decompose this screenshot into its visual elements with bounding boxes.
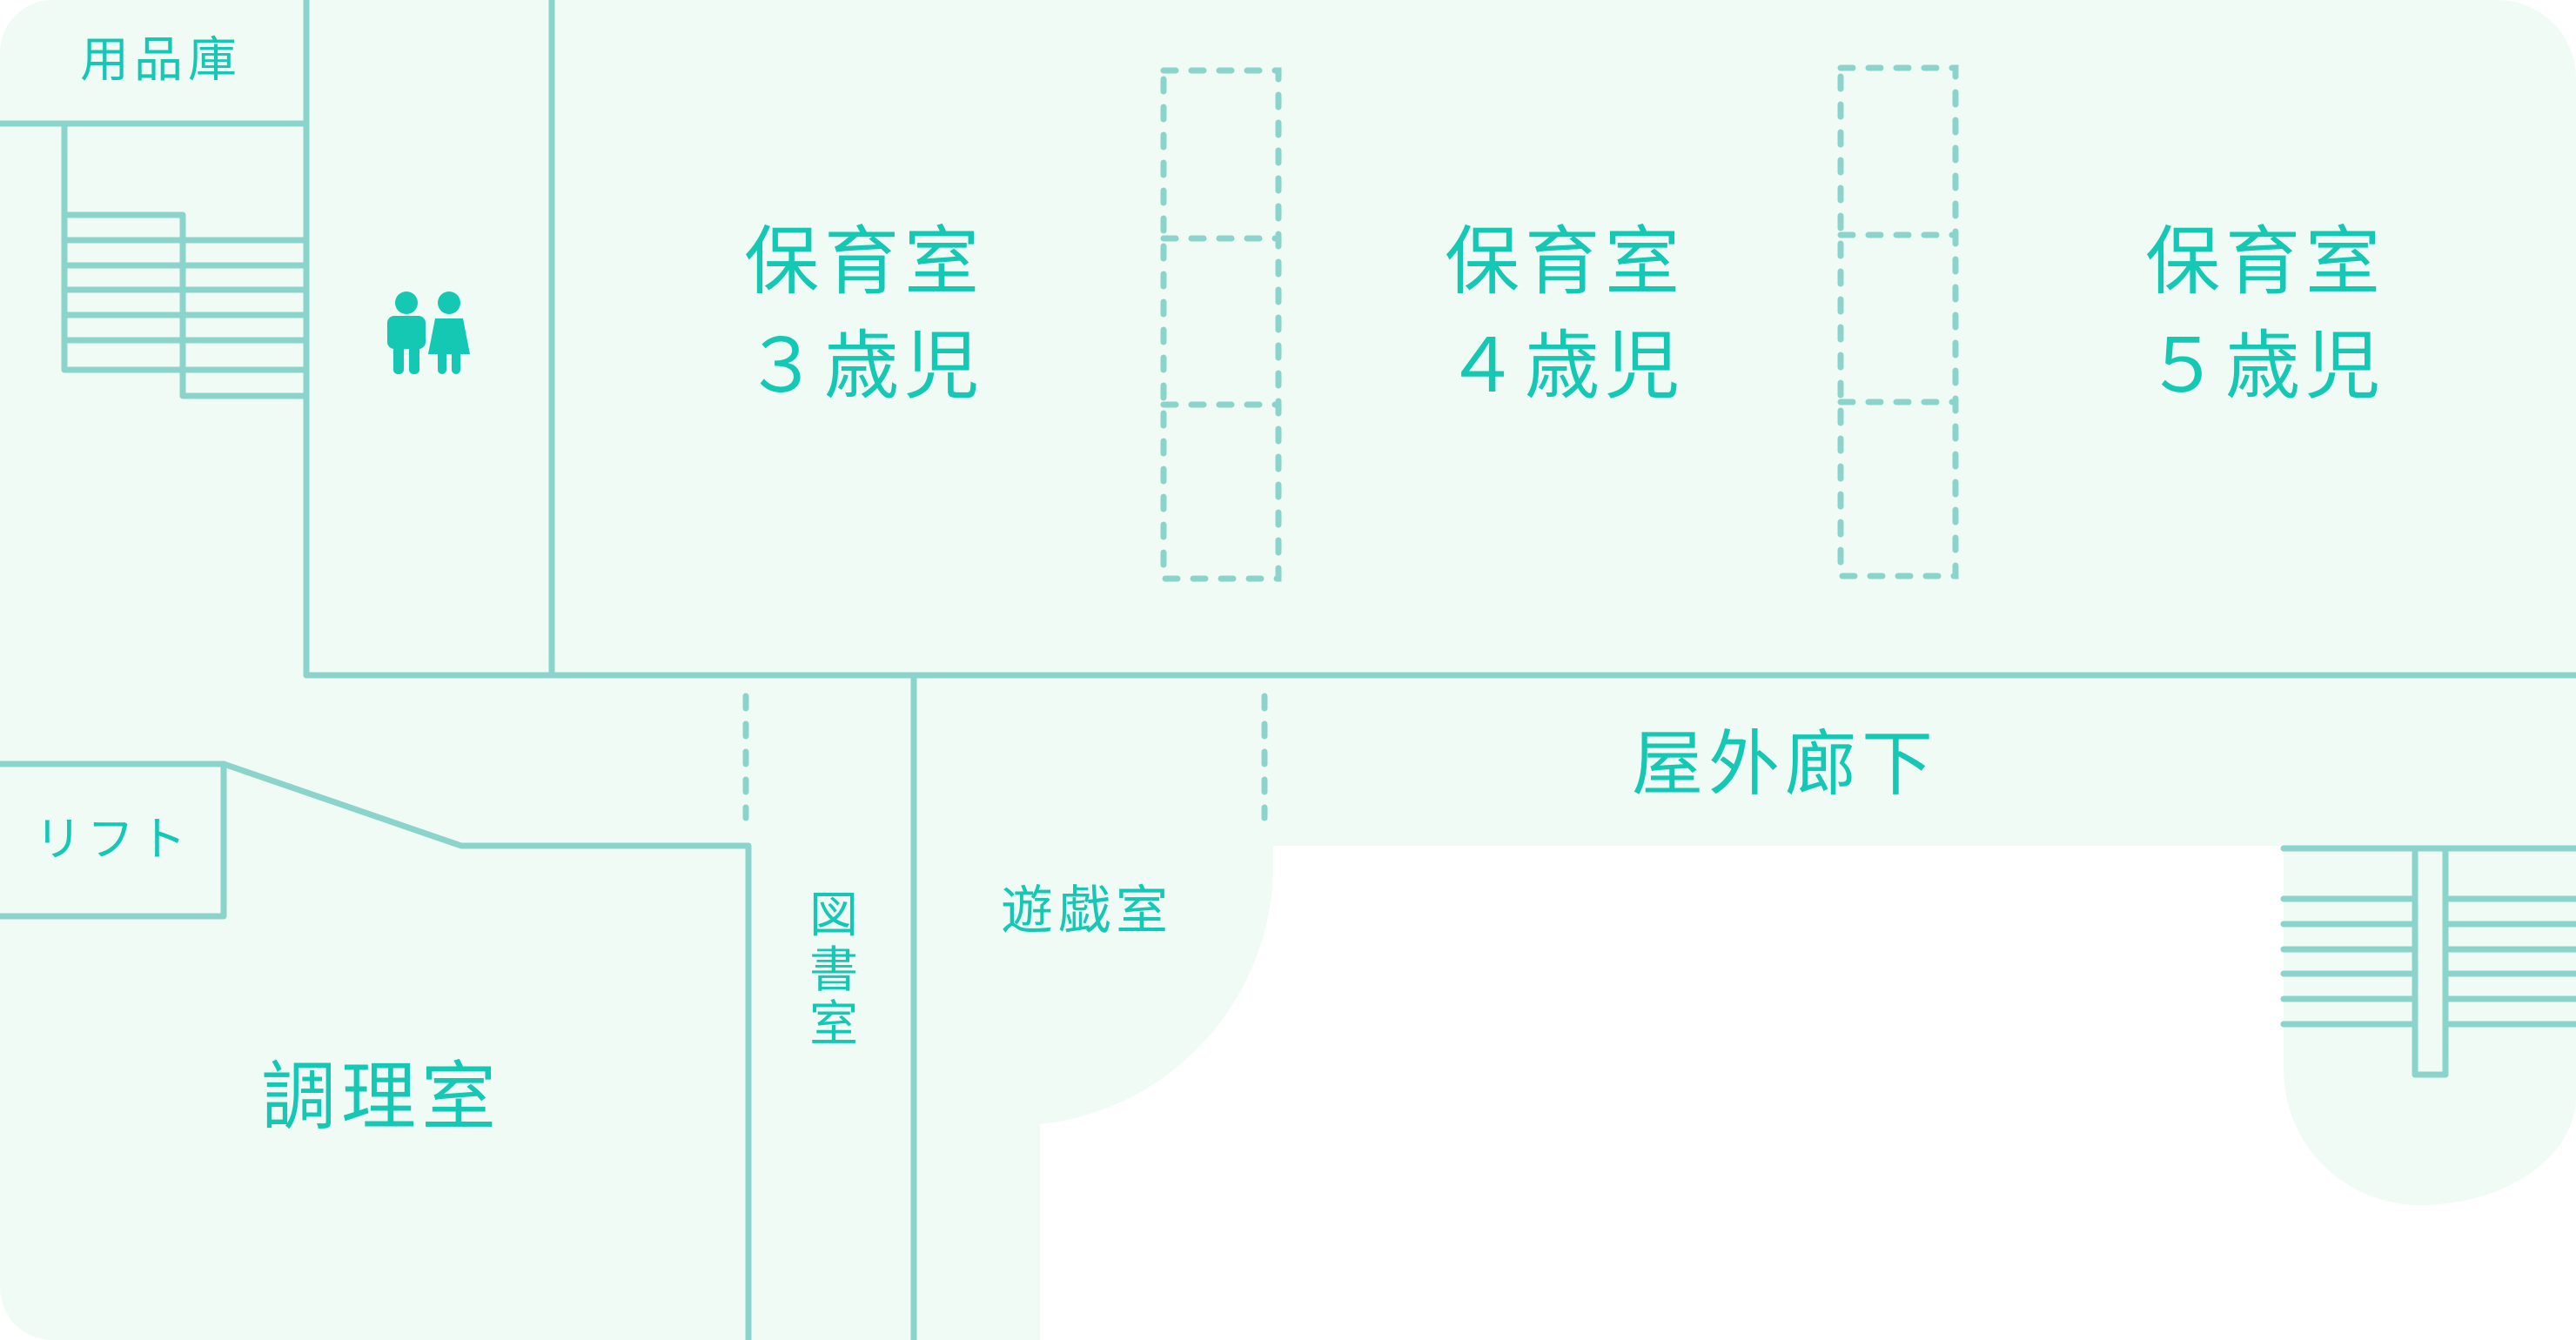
room-label-char: 室 (809, 996, 858, 1054)
room-label: リフト (35, 812, 191, 867)
room-nursery-5[interactable]: 保育室 ５歳児 (2145, 224, 2385, 433)
room-label: 調理室 (261, 1054, 501, 1141)
restroom-icon (387, 291, 470, 374)
wall (0, 760, 227, 920)
room-nursery-3[interactable]: 保育室 ３歳児 (744, 224, 984, 433)
room-label-char: 書 (809, 941, 858, 999)
room-label: 保育室 (2145, 218, 2385, 305)
stair-handrail (2412, 845, 2449, 1078)
room-label: 屋外廊下 (1632, 723, 1939, 806)
room-nursery-4[interactable]: 保育室 ４歳児 (1445, 224, 1685, 433)
room-playroom[interactable]: 遊戯室 (1001, 885, 1173, 937)
room-library[interactable]: 図 書 室 (808, 888, 860, 1054)
partition-2 (1837, 64, 1959, 580)
room-label: 遊戯室 (1001, 881, 1173, 941)
room-sublabel: ５歳児 (2145, 323, 2385, 410)
room-label-char: 図 (809, 888, 858, 944)
room-sublabel: ３歳児 (744, 323, 984, 410)
room-sublabel: ４歳児 (1445, 323, 1685, 410)
partition-1 (1160, 67, 1282, 582)
room-kitchen[interactable]: 調理室 (261, 1060, 501, 1135)
room-label: 保育室 (1445, 218, 1685, 305)
room-supply-room[interactable]: 用品庫 (80, 37, 242, 85)
room-label: 用品庫 (80, 32, 242, 89)
room-label: 保育室 (744, 218, 984, 305)
room-outdoor-corridor[interactable]: 屋外廊下 (1632, 729, 1938, 801)
wall (220, 760, 752, 1340)
stair-outline (61, 211, 310, 399)
stair-outline (61, 120, 186, 373)
room-lift[interactable]: リフト (35, 816, 191, 863)
